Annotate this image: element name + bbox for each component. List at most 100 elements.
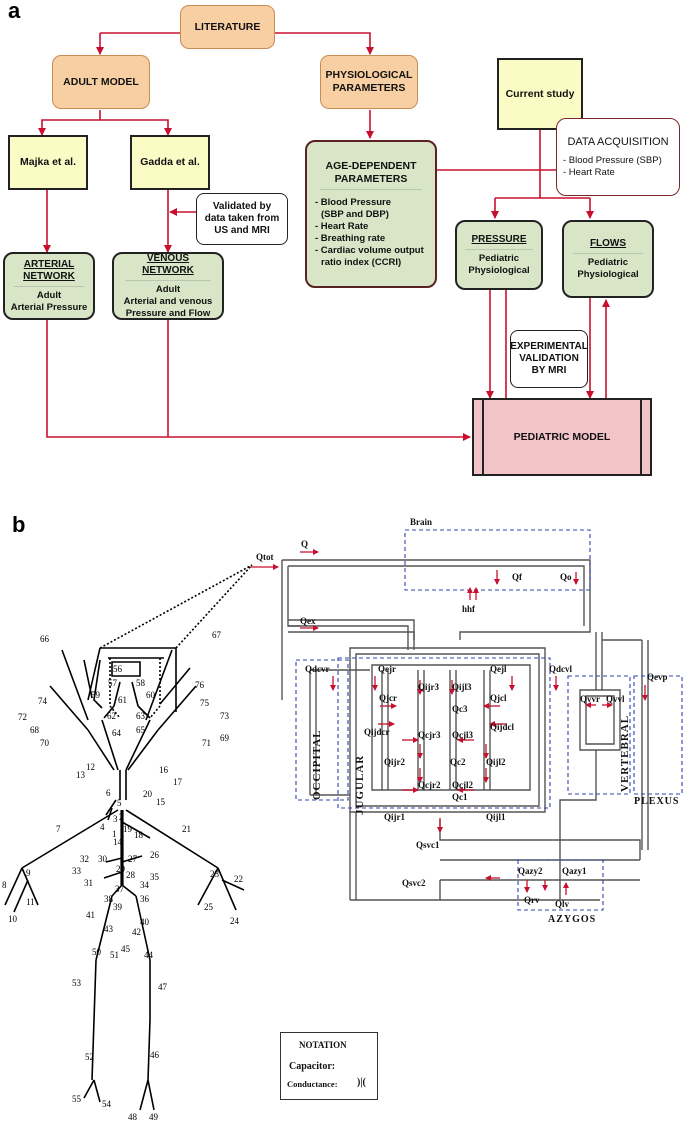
- segment-number-69: 69: [220, 733, 230, 743]
- segment-number-29: 29: [116, 864, 126, 874]
- segment-number-47: 47: [158, 982, 168, 992]
- adult-model-label: ADULT MODEL: [63, 75, 139, 88]
- segment-number-2: 2: [119, 812, 124, 822]
- segment-number-74: 74: [38, 696, 48, 706]
- segment-number-24: 24: [230, 916, 240, 926]
- segment-number-53: 53: [72, 978, 82, 988]
- label-qdcvl: Qdcvl: [549, 664, 573, 674]
- pressure-title: PRESSURE: [471, 233, 527, 245]
- segment-number-59: 59: [91, 690, 101, 700]
- segment-number-11: 11: [26, 897, 35, 907]
- segment-number-66: 66: [40, 634, 50, 644]
- label-qcjl2: Qcjl2: [452, 780, 473, 790]
- age-item-6: ratio index (CCRI): [321, 256, 402, 268]
- segment-number-33: 33: [72, 866, 82, 876]
- notation-conductance: Conductance:: [287, 1079, 338, 1089]
- label-qc1: Qc1: [452, 792, 468, 802]
- label-qijdcr: Qijdcr: [364, 727, 390, 737]
- label-qjcl: Qjcl: [490, 693, 507, 703]
- age-item-4: - Breathing rate: [315, 232, 386, 244]
- segment-number-38: 38: [104, 894, 114, 904]
- segment-number-26: 26: [150, 850, 160, 860]
- age-title-2: PARAMETERS: [334, 172, 408, 185]
- brain-region: [404, 529, 591, 591]
- label-azygos: AZYGOS: [548, 914, 596, 925]
- venous-separator: [124, 279, 212, 281]
- label-qijr2: Qijr2: [384, 757, 405, 767]
- label-vertebral: VERTEBRAL: [619, 715, 631, 792]
- occipital-region: [295, 659, 349, 801]
- segment-number-50: 50: [92, 947, 102, 957]
- venous-title-2: NETWORK: [142, 264, 194, 276]
- arterial-title-1: ARTERIAL: [23, 258, 75, 270]
- segment-number-23: 23: [210, 869, 220, 879]
- validated-line-1: Validated by: [212, 201, 272, 212]
- segment-number-44: 44: [144, 950, 154, 960]
- segment-number-58: 58: [136, 678, 146, 688]
- segment-number-76: 76: [195, 680, 205, 690]
- pressure-box: PRESSURE Pediatric Physiological: [455, 220, 543, 290]
- label-jugular: JUGULAR: [354, 755, 366, 815]
- label-qijl2: Qijl2: [486, 757, 506, 767]
- age-dependent-box: AGE-DEPENDENT PARAMETERS - Blood Pressur…: [305, 140, 437, 288]
- label-qrv: Qrv: [524, 895, 540, 905]
- segment-number-54: 54: [102, 1099, 112, 1109]
- segment-number-6: 6: [106, 788, 111, 798]
- flows-title: FLOWS: [589, 237, 627, 249]
- segment-number-71: 71: [202, 738, 211, 748]
- venous-network-box: VENOUS NETWORK Adult Arterial and venous…: [112, 252, 224, 320]
- segment-number-49: 49: [149, 1112, 159, 1122]
- panel-b-letter: b: [12, 512, 26, 537]
- segment-number-43: 43: [104, 924, 114, 934]
- segment-number-40: 40: [140, 917, 150, 927]
- age-item-2: (SBP and DBP): [321, 208, 389, 220]
- label-brain: Brain: [410, 517, 432, 527]
- segment-number-51: 51: [110, 950, 119, 960]
- venous-body-3: Pressure and Flow: [125, 307, 211, 319]
- exp-line-3: BY MRI: [531, 365, 567, 376]
- exp-line-1: EXPERIMENTAL: [510, 341, 588, 352]
- segment-number-20: 20: [143, 789, 153, 799]
- label-qsvc1: Qsvc1: [416, 840, 440, 850]
- label-qf: Qf: [512, 572, 523, 582]
- label-qc3: Qc3: [452, 704, 468, 714]
- arterial-title-2: NETWORK: [23, 270, 75, 282]
- arterial-tree: [4, 564, 253, 1111]
- data-acq-title: DATA ACQUISITION: [567, 135, 669, 148]
- label-qijl3: Qijl3: [452, 682, 472, 692]
- gadda-label: Gadda et al.: [140, 156, 200, 168]
- flow-arrows: [250, 549, 648, 895]
- label-qjcr: Qjcr: [379, 693, 397, 703]
- physio-line-1: PHYSIOLOGICAL: [325, 69, 413, 81]
- label-qijdcl: Qijdcl: [490, 722, 514, 732]
- segment-number-68: 68: [30, 725, 40, 735]
- label-qc2: Qc2: [450, 757, 466, 767]
- segment-number-64: 64: [112, 728, 122, 738]
- validated-line-3: US and MRI: [214, 225, 270, 236]
- segment-number-73: 73: [220, 711, 230, 721]
- label-qcjr2: Qcjr2: [418, 780, 441, 790]
- arterial-separator: [13, 285, 85, 287]
- segment-number-16: 16: [159, 765, 169, 775]
- region-boxes: [295, 529, 683, 911]
- physiological-parameters-box: PHYSIOLOGICAL PARAMETERS: [320, 55, 418, 109]
- azygos-region: [517, 859, 604, 911]
- segment-number-34: 34: [140, 880, 150, 890]
- adult-model-box: ADULT MODEL: [52, 55, 150, 109]
- segment-number-45: 45: [121, 944, 131, 954]
- majka-label: Majka et al.: [19, 156, 77, 168]
- flows-body-2: Physiological: [577, 268, 639, 280]
- segment-number-10: 10: [8, 914, 18, 924]
- validated-box: Validated by data taken from US and MRI: [196, 193, 288, 245]
- segment-number-12: 12: [86, 762, 95, 772]
- label-qsvc2: Qsvc2: [402, 878, 426, 888]
- literature-label: LITERATURE: [194, 20, 261, 33]
- label-qlv: Qlv: [555, 899, 570, 909]
- label-hhf: hhf: [462, 604, 476, 614]
- label-qazy2: Qazy2: [518, 866, 543, 876]
- flows-body-1: Pediatric: [587, 256, 629, 268]
- segment-number-25: 25: [204, 902, 214, 912]
- pressure-separator: [465, 248, 533, 250]
- label-qtot: Qtot: [256, 552, 274, 562]
- exp-line-2: VALIDATION: [519, 353, 579, 364]
